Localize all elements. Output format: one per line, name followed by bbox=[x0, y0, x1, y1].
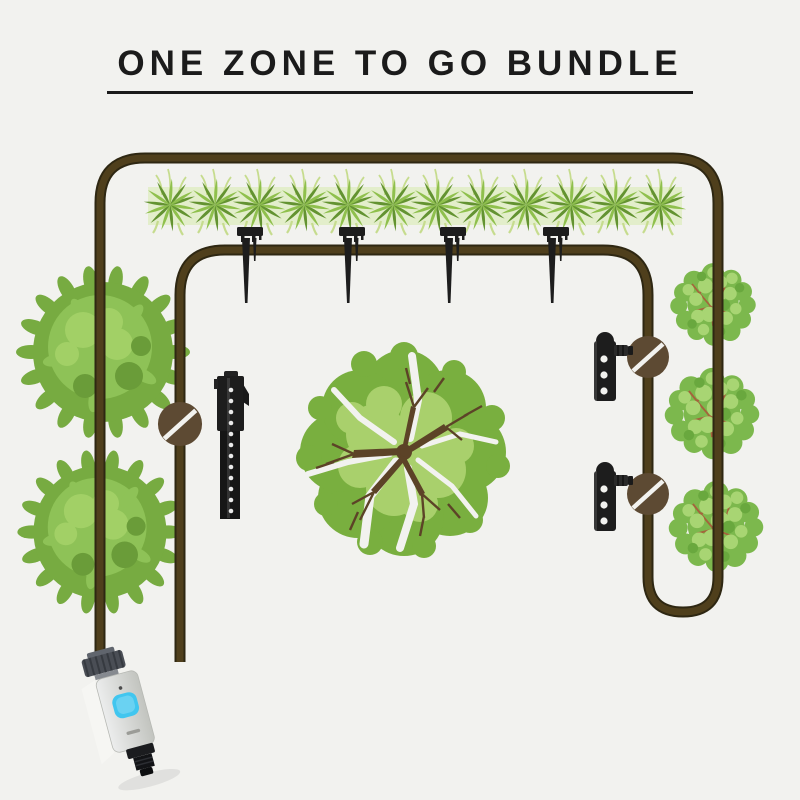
barbed-coupler bbox=[158, 402, 202, 446]
shrub-right bbox=[663, 366, 761, 461]
hose-faucet-timer bbox=[71, 637, 183, 799]
plant-bed-strip bbox=[148, 187, 682, 225]
drip-stake bbox=[237, 227, 263, 303]
shrubbler-dripper bbox=[593, 331, 634, 402]
drip-stake bbox=[339, 227, 365, 303]
adjustable-dripper-stake bbox=[214, 371, 249, 519]
shade-tree bbox=[296, 342, 510, 558]
barbed-coupler bbox=[627, 336, 669, 378]
drip-stake bbox=[440, 227, 466, 303]
tubing-path bbox=[96, 154, 722, 662]
page-title: ONE ZONE TO GO BUNDLE bbox=[107, 44, 693, 94]
title-bar: ONE ZONE TO GO BUNDLE bbox=[0, 44, 800, 94]
barbed-coupler bbox=[627, 473, 669, 515]
drip-stake bbox=[543, 227, 569, 303]
